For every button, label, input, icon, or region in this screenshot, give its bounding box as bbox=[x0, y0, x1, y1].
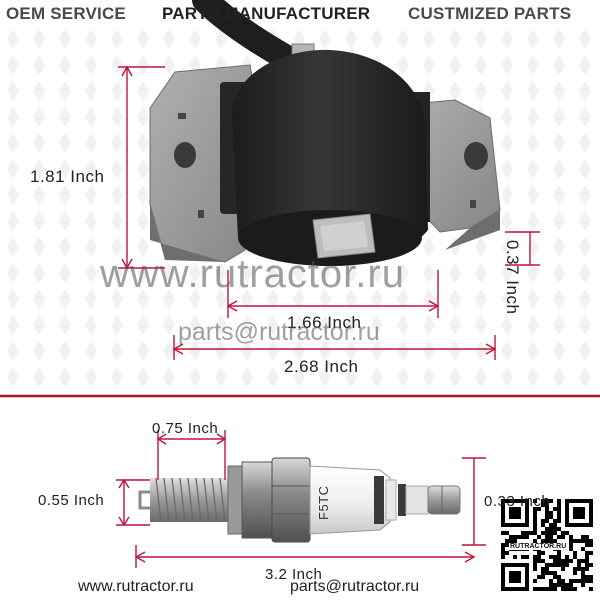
coil-height-label: 1.81 Inch bbox=[30, 167, 105, 186]
coil-depth-label: 0.37 Inch bbox=[503, 240, 522, 315]
plug-total-length-label: 3.2 Inch bbox=[265, 566, 323, 583]
header-parts-manufacturer: PARTS MANUFACTURER bbox=[162, 4, 371, 23]
plug-terminal-label: 0.33 Inch bbox=[484, 493, 551, 510]
qr-label: RUTRACTOR.RU bbox=[509, 543, 568, 550]
ignition-coil bbox=[149, 0, 501, 266]
header-oem-service: OEM SERVICE bbox=[6, 4, 126, 23]
coil-dimension-lines bbox=[118, 65, 540, 360]
plug-dimension-lines bbox=[116, 430, 486, 568]
plug-model-text: F5TC bbox=[316, 485, 331, 521]
spark-plug bbox=[138, 457, 461, 543]
watermark-email: parts@rutractor.ru bbox=[178, 318, 380, 346]
plug-thread-length-label: 0.75 Inch bbox=[152, 420, 219, 437]
footer-email: parts@rutractor.ru bbox=[290, 578, 420, 595]
header-customized-parts: CUSTMIZED PARTS bbox=[408, 4, 572, 23]
plug-thread-diameter-label: 0.55 Inch bbox=[38, 492, 105, 509]
watermark-site: www.rutractor.ru bbox=[100, 252, 405, 296]
coil-inner-width-label: 1.66 Inch bbox=[287, 313, 362, 332]
coil-outer-width-label: 2.68 Inch bbox=[284, 357, 359, 376]
footer-site: www.rutractor.ru bbox=[78, 578, 194, 595]
